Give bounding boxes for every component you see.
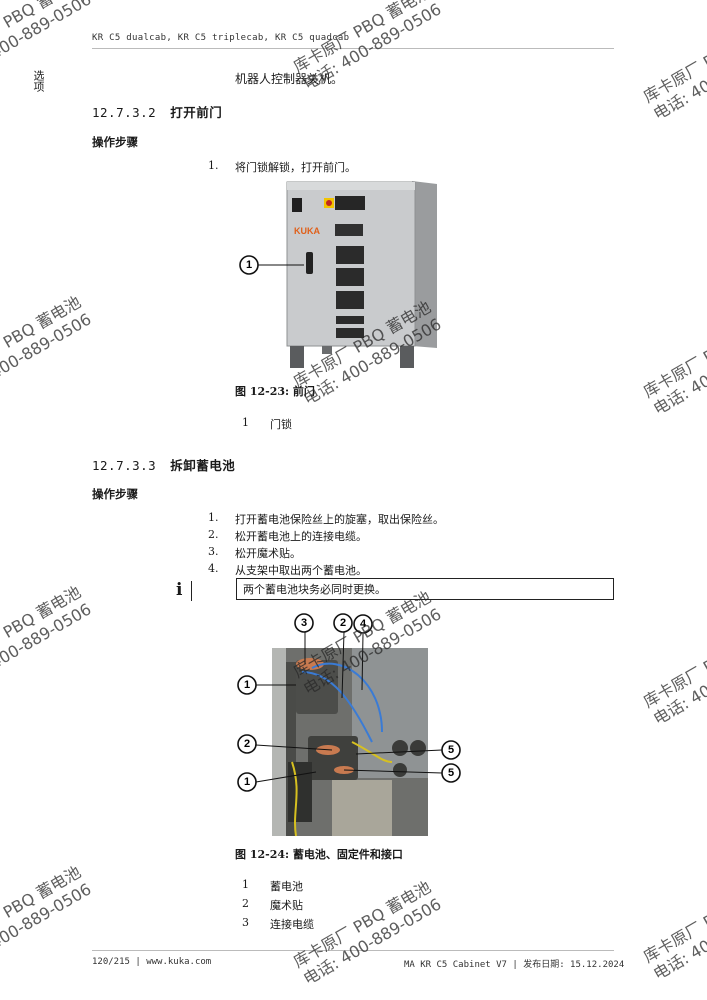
callout-1: 1 — [244, 679, 250, 691]
step-text: 从支架中取出两个蓄电池。 — [235, 564, 367, 577]
step-text: 打开蓄电池保险丝上的旋塞，取出保险丝。 — [235, 513, 444, 526]
legend-text: 魔术贴 — [270, 899, 303, 912]
website-link[interactable]: www.kuka.com — [146, 957, 212, 967]
step-item: 1. 将门锁解锁，打开前门。 — [208, 159, 508, 174]
note-divider — [191, 581, 192, 601]
callout-1: 1 — [246, 259, 252, 271]
legend-number: 3 — [242, 916, 249, 929]
step-text: 松开蓄电池上的连接电缆。 — [235, 530, 367, 543]
step-text: 将门锁解锁，打开前门。 — [235, 161, 356, 174]
step-number: 4. — [208, 562, 219, 575]
step-number: 1. — [208, 159, 219, 172]
kuka-logo: KUKA — [294, 226, 320, 236]
footer-separator: | — [512, 960, 524, 970]
document-name: MA KR C5 Cabinet V7 — [404, 960, 507, 970]
procedure-label: 操作步骤 — [92, 135, 138, 149]
legend-number: 1 — [242, 416, 249, 429]
section-title: 打开前门 — [170, 105, 223, 120]
footer-right: MA KR C5 Cabinet V7 | 发布日期: 15.12.2024 — [404, 957, 624, 970]
side-label: 选项 — [32, 70, 45, 92]
page-number: 120/215 — [92, 957, 130, 967]
step-item: 4. 从支架中取出两个蓄电池。 — [208, 562, 588, 577]
figure-caption: 图 12-24: 蓄电池、固定件和接口 — [235, 848, 403, 861]
footer-separator: | — [135, 957, 147, 967]
callout-2: 2 — [244, 738, 250, 750]
legend-number: 2 — [242, 897, 249, 910]
front-door-figure: KUKA 1 — [232, 176, 442, 381]
footer-divider — [92, 950, 614, 951]
step-number: 3. — [208, 545, 219, 558]
legend-item: 1 门锁 — [242, 416, 442, 431]
legend-item: 2 魔术贴 — [242, 897, 442, 912]
step-item: 1. 打开蓄电池保险丝上的旋塞，取出保险丝。 — [208, 511, 588, 526]
publish-date: 发布日期: 15.12.2024 — [523, 960, 625, 970]
door-lock — [306, 252, 313, 274]
running-header: KR C5 dualcab, KR C5 triplecab, KR C5 qu… — [92, 33, 350, 43]
section-heading-open-door: 12.7.3.2 打开前门 — [92, 102, 222, 121]
callout-2: 2 — [340, 617, 346, 629]
step-item: 2. 松开蓄电池上的连接电缆。 — [208, 528, 588, 543]
step-item: 3. 松开魔术贴。 — [208, 545, 588, 560]
step-number: 2. — [208, 528, 219, 541]
footer-left: 120/215 | www.kuka.com — [92, 957, 211, 967]
section-number: 12.7.3.2 — [92, 105, 157, 120]
intro-text: 机器人控制器关机。 — [235, 72, 344, 86]
note-box: 两个蓄电池块务必同时更换。 — [236, 578, 614, 600]
callout-5: 5 — [448, 744, 454, 756]
figure-caption: 图 12-23: 前门 — [235, 385, 315, 398]
step-number: 1. — [208, 511, 219, 524]
section-number: 12.7.3.3 — [92, 458, 157, 473]
legend-text: 连接电缆 — [270, 918, 314, 931]
header-divider — [92, 48, 614, 49]
legend-text: 门锁 — [270, 418, 292, 431]
legend-item: 3 连接电缆 — [242, 916, 442, 931]
battery-figure: 3 2 4 1 2 5 1 5 — [237, 613, 461, 837]
info-icon: i — [176, 580, 183, 600]
section-heading-remove-battery: 12.7.3.3 拆卸蓄电池 — [92, 455, 235, 474]
section-title: 拆卸蓄电池 — [170, 458, 236, 473]
legend-number: 1 — [242, 878, 249, 891]
watermark: 库卡原厂 PBQ 蓄电池电话: 400-889-0506 — [290, 877, 445, 989]
legend-item: 1 蓄电池 — [242, 878, 442, 893]
callout-5: 5 — [448, 767, 454, 779]
callout-4: 4 — [360, 618, 367, 630]
legend-text: 蓄电池 — [270, 880, 303, 893]
procedure-label: 操作步骤 — [92, 487, 138, 501]
callout-3: 3 — [301, 617, 307, 629]
callout-1: 1 — [244, 776, 250, 788]
step-text: 松开魔术贴。 — [235, 547, 301, 560]
